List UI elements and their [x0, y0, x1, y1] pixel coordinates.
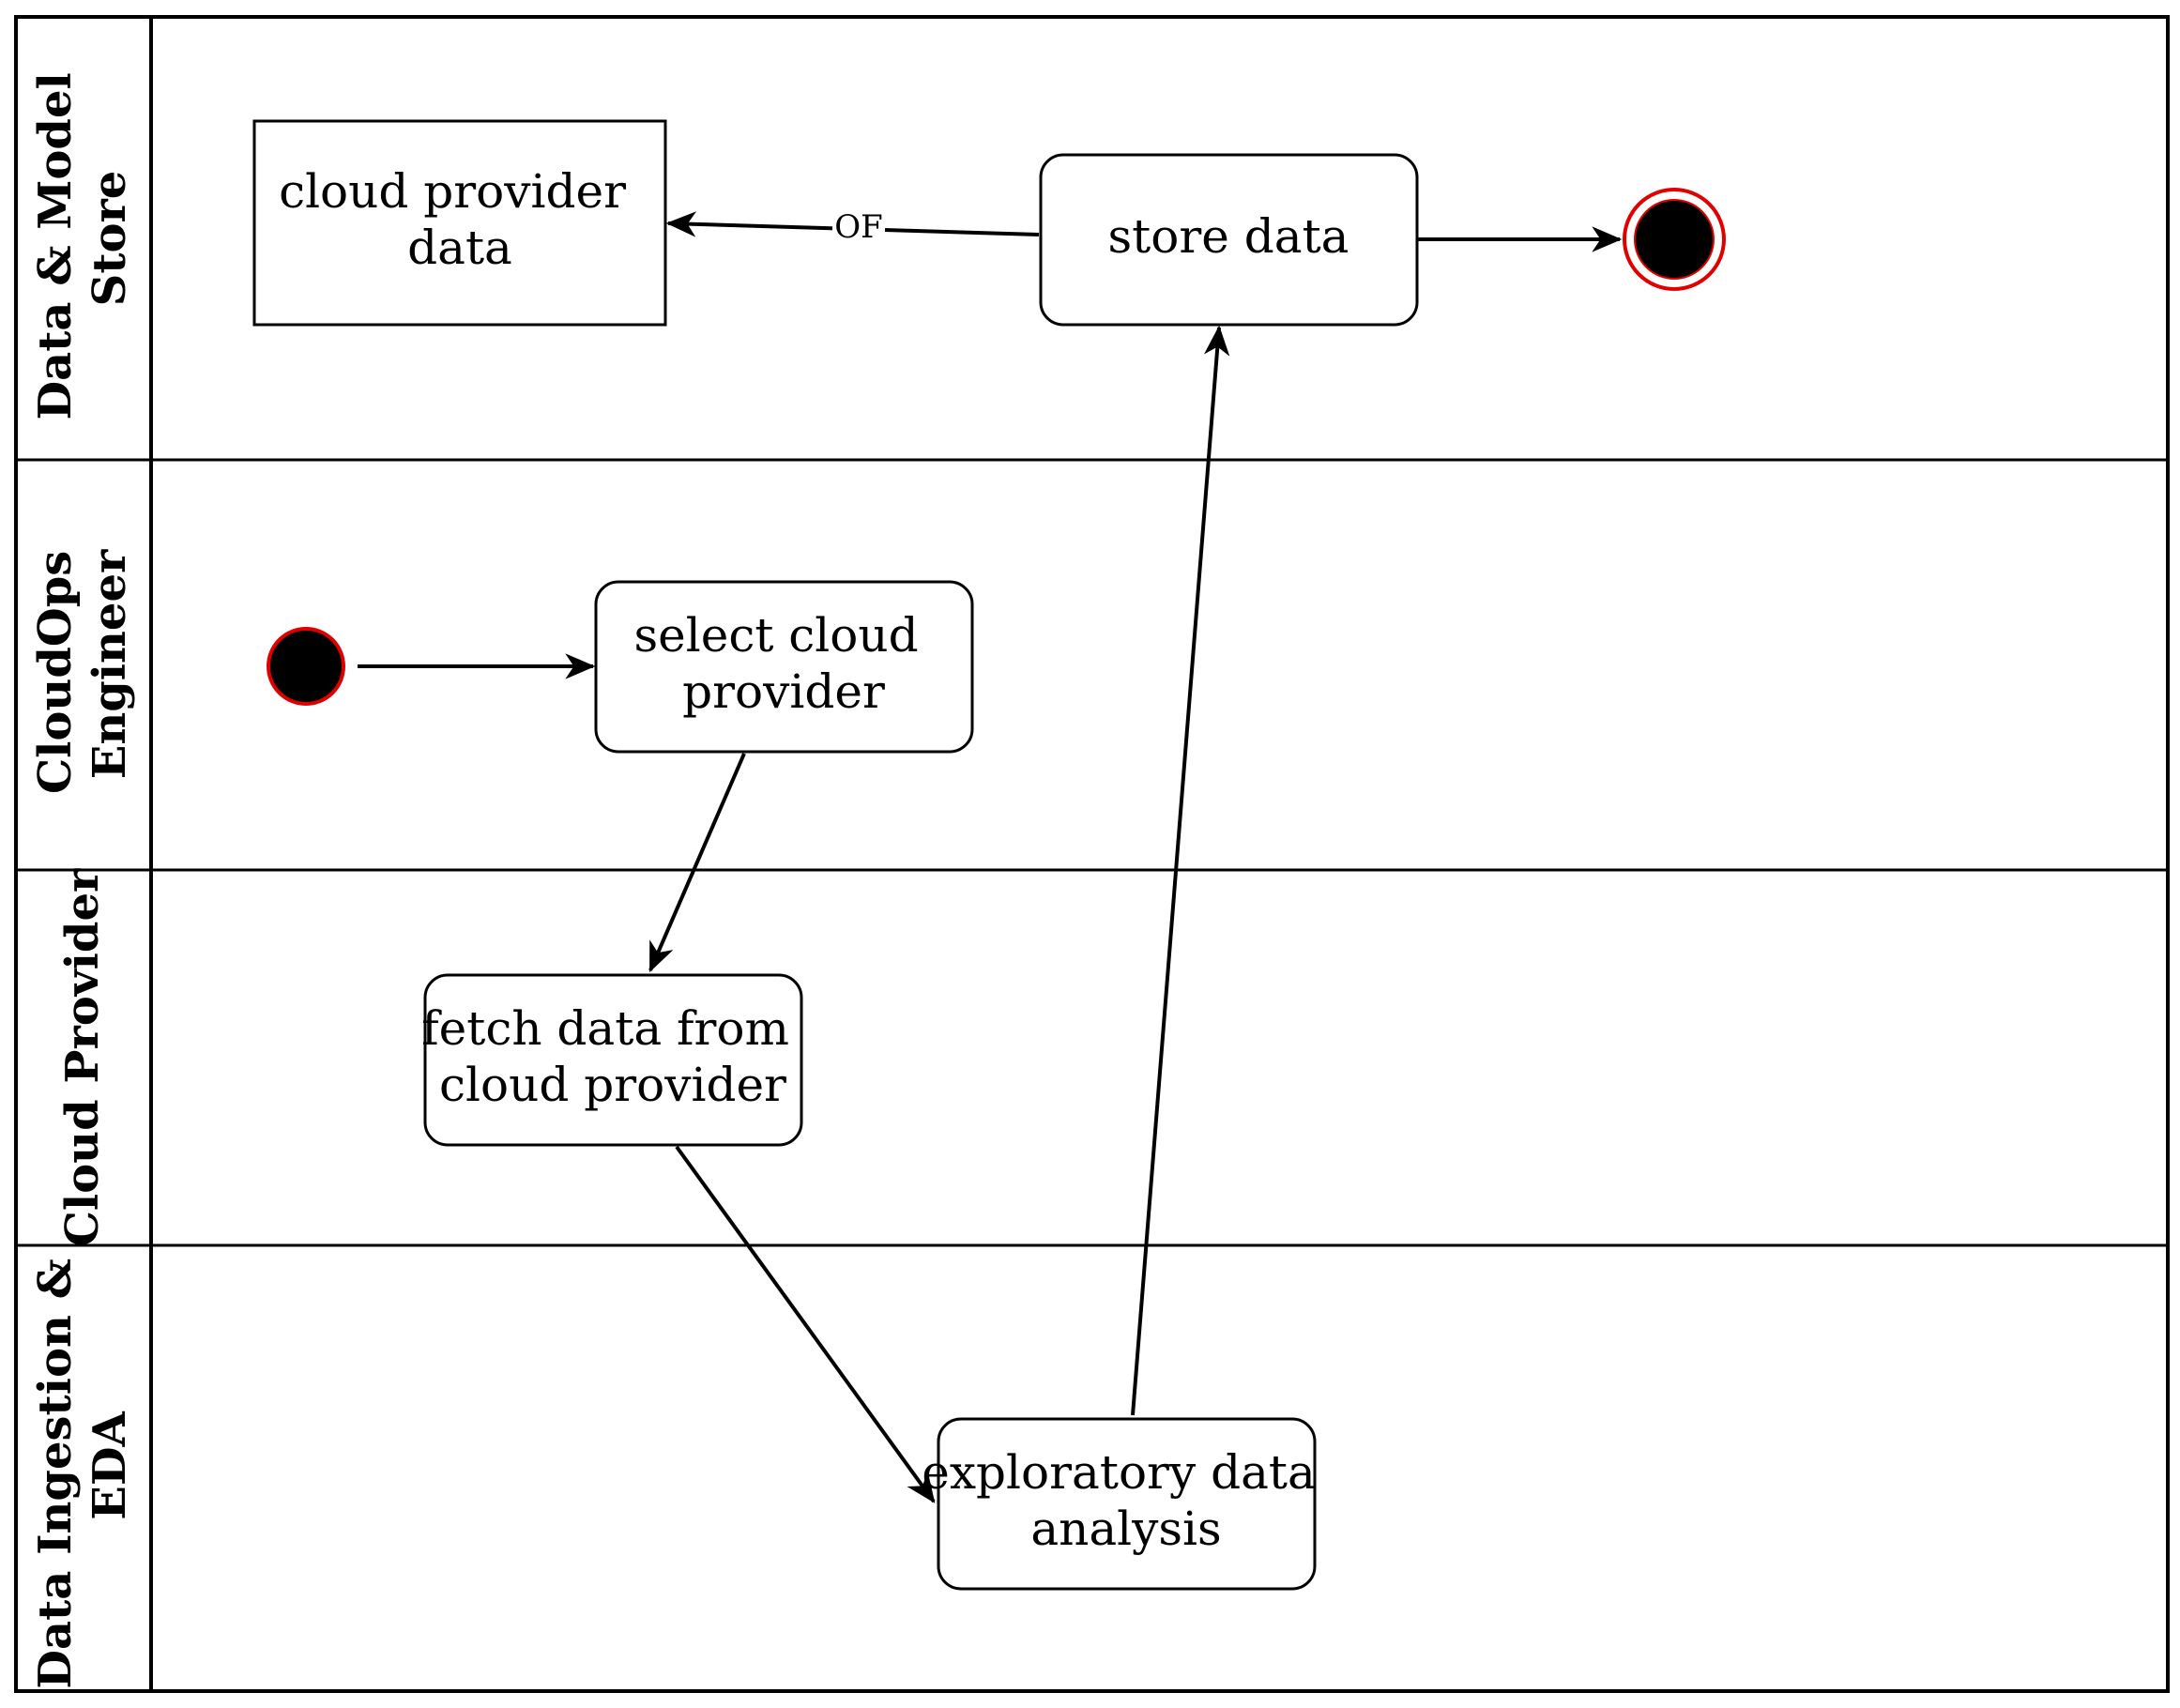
- lane-label-cloud-provider: Cloud Provider: [56, 868, 109, 1246]
- action-node-box: [594, 580, 974, 754]
- lane-label-line: Cloud Provider: [56, 868, 109, 1246]
- lane-label-line: Data & Model: [29, 72, 82, 419]
- lane-label-data-ingestion-eda: Data Ingestion & EDA: [29, 1243, 136, 1689]
- object-node-label: cloud provider data: [279, 164, 641, 275]
- edges: [358, 211, 1623, 1503]
- edge-eda-to-store: [1131, 325, 1230, 1416]
- lane-label-line: Store: [83, 171, 135, 307]
- edge-select-to-fetch: [648, 753, 746, 973]
- action-node-label: store data: [1108, 209, 1349, 264]
- svg-text:Cloud Provider: Cloud Provider: [56, 868, 109, 1246]
- svg-text:Data Ingestion & EDA: Data Ingestion & EDA: [29, 1243, 136, 1688]
- action-node-label: fetch data from cloud provider: [421, 1001, 804, 1112]
- swimlane-grid: [14, 15, 2170, 1693]
- svg-text:CloudOps Engineer: CloudOps Engineer: [29, 535, 136, 794]
- lane-label-line: Engineer: [83, 549, 135, 779]
- edge-label-text: OF: [834, 208, 882, 246]
- lane-label-cloudops-engineer: CloudOps Engineer: [29, 535, 136, 794]
- object-node-box: [252, 119, 667, 327]
- initial-node-circle: [267, 627, 345, 706]
- lane-label-data-model-store: Data & Model Store: [29, 57, 136, 420]
- svg-text:Data & Model Store: Data & Model Store: [29, 57, 136, 420]
- action-node-label: exploratory data analysis: [922, 1445, 1330, 1556]
- action-node-fetch-data[interactable]: fetch data from cloud provider: [421, 973, 804, 1147]
- lane-label-line: EDA: [83, 1411, 135, 1520]
- lane-label-line: Data Ingestion &: [29, 1258, 82, 1689]
- edge-fetch-to-eda: [675, 1145, 936, 1503]
- final-node[interactable]: [1623, 188, 1726, 291]
- lane-label-line: CloudOps: [29, 551, 82, 794]
- edge-label-background: [832, 209, 885, 247]
- edge-label-of: OF: [832, 208, 885, 247]
- initial-node[interactable]: [267, 627, 345, 706]
- action-node-box: [1039, 153, 1419, 327]
- action-node-eda[interactable]: exploratory data analysis: [922, 1417, 1330, 1591]
- action-node-store-data[interactable]: store data: [1039, 153, 1419, 327]
- action-node-label: select cloud provider: [633, 608, 933, 719]
- action-node-box: [423, 973, 803, 1147]
- action-node-box: [937, 1417, 1317, 1591]
- diagram-border: [14, 15, 2170, 1693]
- action-node-select-cloud-provider[interactable]: select cloud provider: [594, 580, 974, 754]
- final-node-inner-dot: [1634, 199, 1715, 280]
- object-node-cloud-provider-data[interactable]: cloud provider data: [252, 119, 667, 327]
